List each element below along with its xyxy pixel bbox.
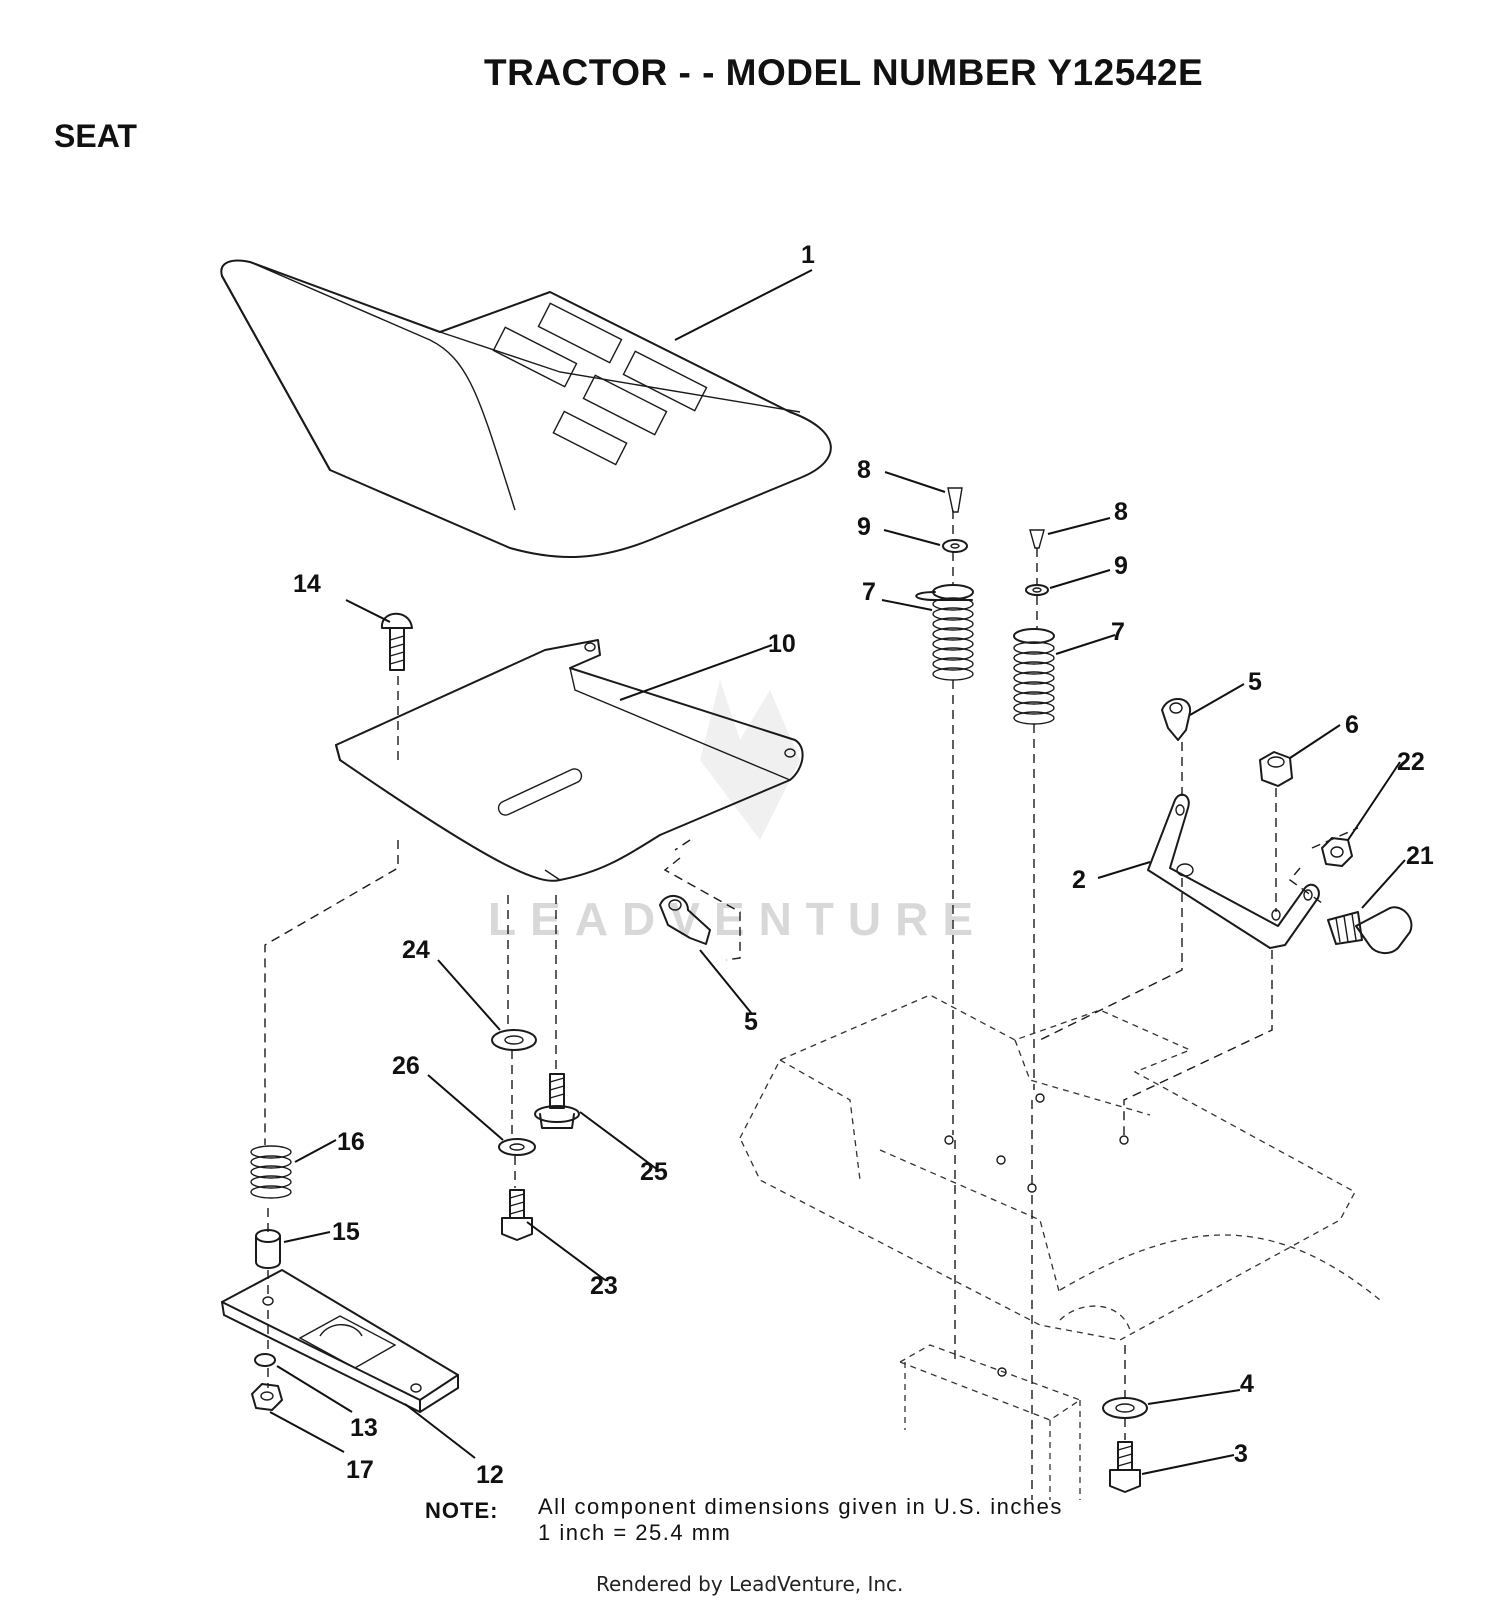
callout-24: 24: [402, 936, 430, 964]
note-line-1: All component dimensions given in U.S. i…: [538, 1494, 1063, 1519]
shoulder-bolt-part[interactable]: [1327, 906, 1413, 954]
callout-23: 23: [590, 1272, 618, 1300]
callout-17: 17: [346, 1456, 374, 1484]
seat-part[interactable]: [220, 259, 832, 558]
hinge-clip-upper-part[interactable]: [1161, 698, 1192, 741]
callout-12: 12: [476, 1461, 504, 1489]
hex-nut-part[interactable]: [1321, 837, 1353, 867]
callout-14: 14: [293, 570, 321, 598]
slide-plate-12-part[interactable]: [221, 1269, 459, 1413]
lock-nut-13-part[interactable]: [254, 1353, 276, 1367]
rendered-by-footer: Rendered by LeadVenture, Inc.: [596, 1572, 904, 1596]
spring-16-part[interactable]: [250, 1145, 292, 1199]
lock-washer-26-part[interactable]: [498, 1138, 536, 1156]
spacer-15-part[interactable]: [255, 1229, 281, 1269]
section-title: SEAT: [54, 118, 137, 154]
flange-nut-17-part[interactable]: [251, 1383, 283, 1411]
callout-7-left: 7: [862, 578, 876, 606]
lock-nut-part[interactable]: [1259, 751, 1293, 787]
callout-13: 13: [350, 1414, 378, 1442]
watermark-logo-icon: [700, 680, 800, 840]
note-line-2: 1 inch = 25.4 mm: [538, 1520, 732, 1545]
callout-25: 25: [640, 1158, 668, 1186]
seat-bracket-part[interactable]: [1147, 793, 1320, 949]
carriage-bolt-part[interactable]: [380, 612, 413, 671]
note-text: All component dimensions given in U.S. i…: [538, 1494, 1063, 1546]
callout-15: 15: [332, 1218, 360, 1246]
callout-9-left: 9: [857, 513, 871, 541]
callout-3: 3: [1234, 1440, 1248, 1468]
washer-left-part[interactable]: [942, 539, 968, 553]
callout-16: 16: [337, 1128, 365, 1156]
flat-washer-4-part[interactable]: [1102, 1397, 1148, 1419]
callout-22: 22: [1397, 748, 1425, 776]
watermark-text: LEADVENTURE: [488, 893, 987, 945]
callout-10: 10: [768, 630, 796, 658]
callouts: 1 8 9 8 9 7 7 14 10 5 6 22 2 21 24 5 26 …: [293, 241, 1434, 1489]
leader-lines: [269, 269, 1406, 1475]
flat-washer-24-part[interactable]: [491, 1029, 537, 1051]
callout-6: 6: [1345, 711, 1359, 739]
note-label: NOTE:: [425, 1498, 499, 1523]
hinge-clip-lower-part[interactable]: [659, 895, 711, 945]
washer-right-part[interactable]: [1025, 584, 1049, 596]
seat-pan-part[interactable]: [335, 639, 804, 882]
callout-4: 4: [1240, 1370, 1254, 1398]
callout-2: 2: [1072, 866, 1086, 894]
diagram-title: TRACTOR - - MODEL NUMBER Y12542E: [484, 52, 1204, 93]
callout-7-right: 7: [1111, 618, 1125, 646]
hex-bolt-23-part[interactable]: [501, 1189, 533, 1241]
flange-bolt-25-part[interactable]: [534, 1073, 580, 1129]
callout-21: 21: [1406, 842, 1434, 870]
assembly-lines: [264, 510, 1359, 1500]
cotter-pin-left-part[interactable]: [947, 487, 963, 513]
callout-8-right: 8: [1114, 498, 1128, 526]
callout-9-right: 9: [1114, 552, 1128, 580]
spring-right-part[interactable]: [1013, 628, 1055, 725]
tractor-frame-outline: [739, 994, 1381, 1500]
callout-8-left: 8: [857, 456, 871, 484]
callout-26: 26: [392, 1052, 420, 1080]
spring-left-part[interactable]: [915, 584, 974, 681]
hex-bolt-3-part[interactable]: [1109, 1441, 1141, 1493]
callout-5-upper: 5: [1248, 668, 1262, 696]
callout-1: 1: [801, 241, 815, 269]
cotter-pin-right-part[interactable]: [1029, 529, 1045, 549]
callout-5-lower: 5: [744, 1008, 758, 1036]
